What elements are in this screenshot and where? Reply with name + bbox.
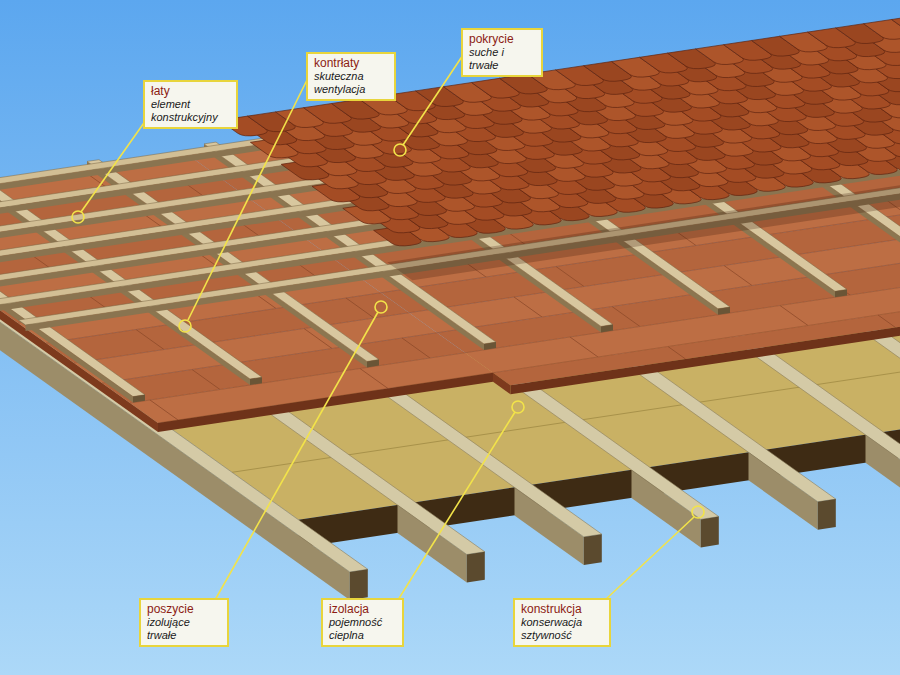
leader-line (605, 517, 694, 600)
counter-batten-end (484, 342, 496, 350)
board-joint (360, 369, 388, 389)
board-joint (150, 400, 178, 420)
counter-batten-top (438, 107, 730, 309)
callout-heading: poszycie (147, 602, 221, 616)
callout-text: pojemność cieplna (329, 616, 396, 641)
batten-top (0, 0, 900, 205)
board-joint (556, 267, 584, 287)
callout-text: suche i trwałe (469, 46, 535, 71)
counter-batten-end (718, 307, 730, 315)
leader-dot (179, 320, 191, 332)
callout-box: konstrukcjakonserwacja sztywność (513, 598, 611, 647)
callout-text: element konstrukcyjny (151, 98, 230, 123)
callout-heading: izolacja (329, 602, 396, 616)
board-joint (780, 306, 808, 326)
leader-lines (72, 55, 704, 600)
callout-heading: kontrłaty (314, 56, 388, 70)
counter-batten-end (601, 325, 613, 333)
board-seam (0, 0, 900, 203)
counter-batten-side (555, 91, 835, 297)
board-joint (514, 297, 542, 317)
rafter-end (584, 534, 602, 565)
leader-dot (692, 506, 704, 518)
leader-dot (394, 144, 406, 156)
roof-layers (0, 0, 900, 600)
rafter-end (467, 552, 485, 583)
roof-tile (864, 20, 900, 40)
counter-batten-end (835, 289, 847, 297)
sheathing-edge (158, 373, 493, 432)
sheathing-board (213, 13, 900, 193)
sheathing (0, 0, 900, 432)
callout-text: skuteczna wentylacja (314, 70, 388, 95)
leader-line (403, 55, 463, 145)
batten-front (0, 94, 900, 312)
battens (0, 0, 900, 331)
rafter-end (701, 517, 719, 548)
board-joint (724, 266, 752, 286)
sheathing-edge (493, 373, 511, 395)
counter-batten-end (367, 360, 379, 368)
counter-batten-top (672, 72, 900, 274)
batten-top (0, 69, 900, 286)
rafter-end (350, 569, 368, 600)
sheathing-board (185, 0, 900, 173)
leader-line (398, 412, 515, 600)
callout-box: pokryciesuche i trwałe (461, 28, 543, 77)
roof-tile (892, 15, 900, 35)
callout-box: kontrłatyskuteczna wentylacja (306, 52, 396, 101)
counter-batten-side (672, 74, 900, 280)
callout-box: izolacjapojemność cieplna (321, 598, 404, 647)
leader-dot (512, 401, 524, 413)
leader-dot (72, 211, 84, 223)
callout-heading: konstrukcja (521, 602, 603, 616)
board-joint (136, 330, 164, 350)
board-joint (570, 337, 598, 357)
callout-text: konserwacja sztywność (521, 616, 603, 641)
batten-front (0, 0, 900, 211)
tile-shadow (387, 108, 900, 280)
sheathing-board (241, 33, 900, 213)
leader-line (81, 120, 146, 212)
board-joint (612, 307, 640, 327)
counter-batten-side (438, 109, 718, 315)
board-joint (346, 298, 374, 318)
batten-top (0, 49, 900, 266)
counter-batten-top (555, 90, 847, 292)
counter-batten-end (133, 395, 145, 403)
board-joint (402, 338, 430, 358)
leader-line (215, 312, 378, 600)
callout-text: izolujące trwałe (147, 616, 221, 641)
leader-dot (375, 301, 387, 313)
callout-heading: łaty (151, 84, 230, 98)
counter-batten-end (250, 377, 262, 385)
board-joint (668, 347, 686, 360)
roof-tiles (220, 0, 900, 246)
callout-heading: pokrycie (469, 32, 535, 46)
board-joint (192, 370, 220, 390)
callout-box: łatyelement konstrukcyjny (143, 80, 238, 129)
rafter-end (818, 499, 836, 530)
board-joint (878, 315, 896, 328)
batten-front (0, 14, 900, 232)
callout-box: poszycieizolujące trwałe (139, 598, 229, 647)
